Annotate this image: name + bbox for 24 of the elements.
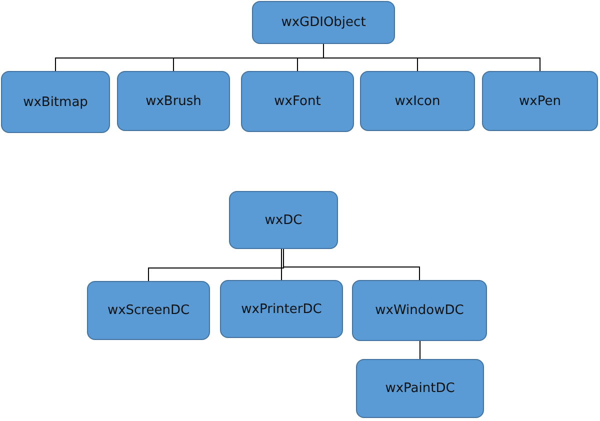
class-name: wxFont [274, 94, 321, 109]
connector-line [281, 248, 282, 280]
class-box [356, 359, 484, 418]
class-name: wxBrush [146, 94, 202, 108]
class-box [229, 191, 338, 249]
class-box [241, 71, 354, 132]
class-box [1, 71, 110, 133]
class-name: wxDC [264, 212, 302, 228]
class-name: wxIcon [394, 94, 440, 108]
connector-line [323, 44, 540, 72]
class-name: wxBitmap [23, 94, 88, 110]
class-name: wxPaintDC [385, 381, 455, 396]
class-box [117, 71, 230, 131]
class-name: wxScreenDC [107, 303, 190, 318]
class-box [220, 280, 343, 338]
class-box [352, 280, 487, 341]
class-box [87, 281, 210, 340]
class-box [252, 1, 395, 44]
class-name: wxWindowDC [375, 303, 464, 318]
class-box [482, 71, 598, 131]
class-name: wxPrinterDC [241, 302, 322, 316]
class-name: wxGDIObject [281, 15, 366, 30]
class-name: wxPen [519, 94, 561, 108]
class-box [360, 71, 475, 131]
